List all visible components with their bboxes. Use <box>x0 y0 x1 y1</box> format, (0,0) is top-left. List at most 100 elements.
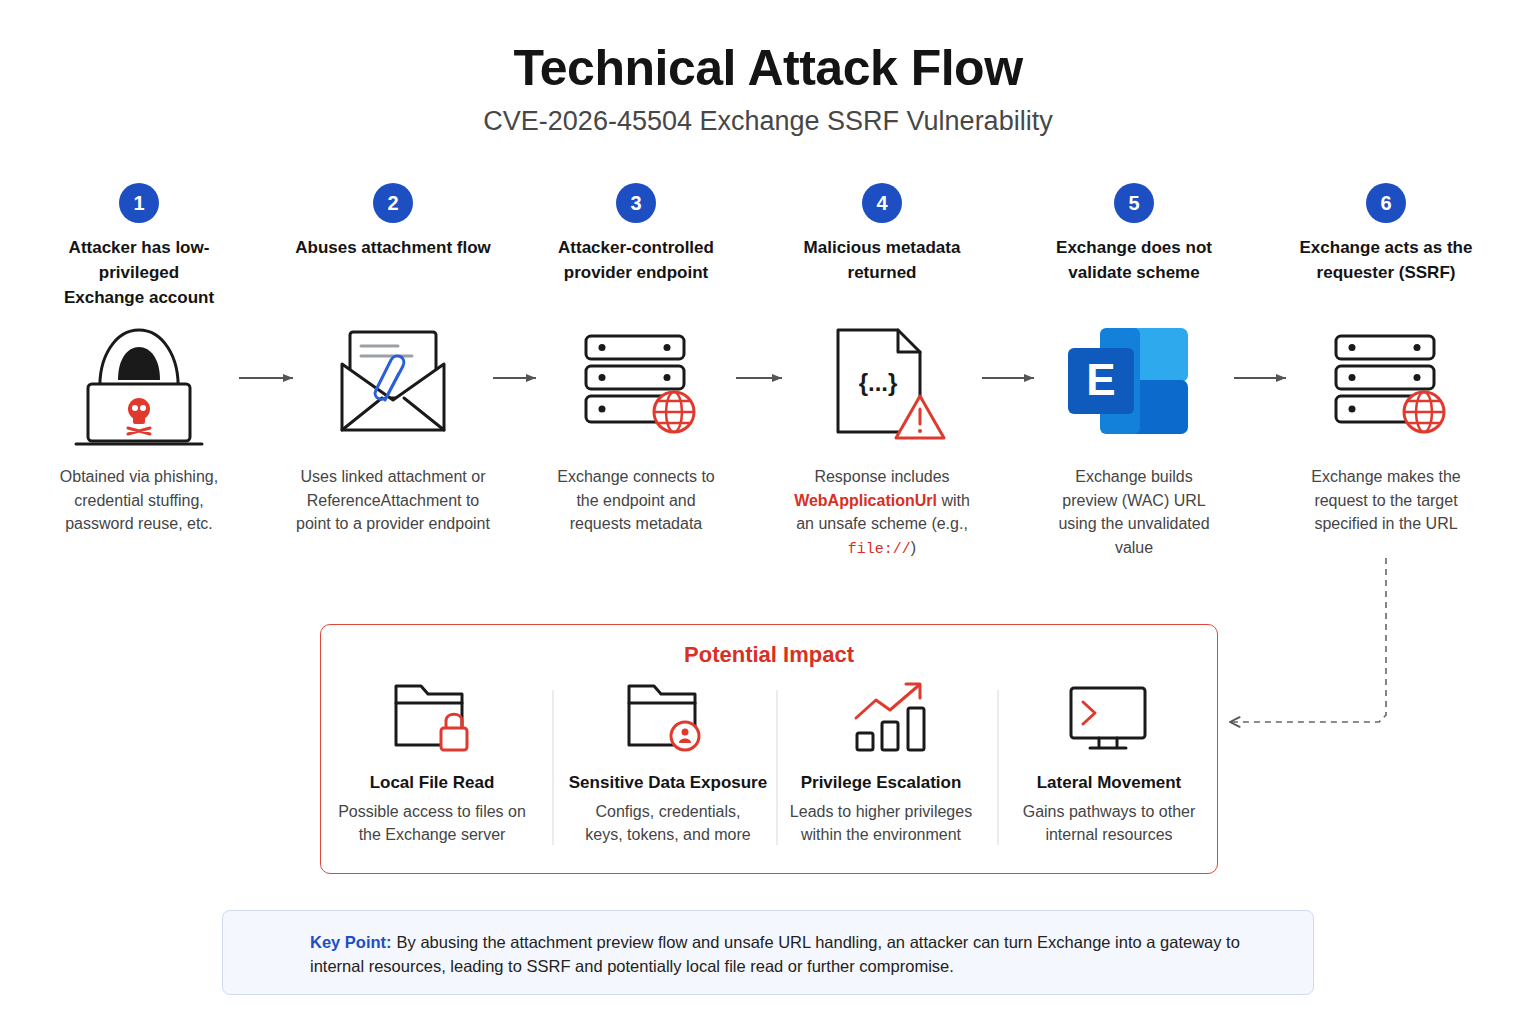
step-number-circle: 4 <box>862 183 902 223</box>
server-globe-icon <box>599 374 606 381</box>
step-number-circle: 3 <box>616 183 656 223</box>
impact-item: Local File ReadPossible access to files … <box>322 769 542 865</box>
server-globe-icon <box>664 374 671 381</box>
text-part: ) <box>911 539 916 556</box>
server-globe-icon <box>654 392 694 432</box>
attack-step: Exchange acts as the requester (SSRF) Exc… <box>1286 180 1486 558</box>
text-part <box>927 515 931 532</box>
server-globe-icon <box>586 336 694 432</box>
attachment-envelope-icon <box>361 345 398 348</box>
exposed-folder-icon <box>679 739 691 744</box>
step-heading: Attacker has low-privileged Exchange acc… <box>59 235 219 310</box>
step-heading: Malicious metadata returned <box>782 235 982 285</box>
step-body: Exchange makes the request to the target… <box>1298 465 1474 536</box>
text-part: an <box>796 515 814 532</box>
step-number-circle: 5 <box>1114 183 1154 223</box>
step-body: Obtained via phishing, credential stuffi… <box>50 465 228 536</box>
metadata-document-icon <box>919 409 922 424</box>
text-part <box>886 468 890 485</box>
step-number-circle: 6 <box>1366 183 1406 223</box>
hacker-icon <box>133 414 145 424</box>
flow-arrow <box>239 377 293 379</box>
monitor-icon <box>1083 702 1095 724</box>
subtitle: CVE-2026-45504 Exchange SSRF Vulnerabili… <box>0 104 1536 138</box>
server-globe-icon <box>599 406 606 413</box>
monitor-icon <box>1090 738 1126 748</box>
step-number: 5 <box>1114 183 1154 223</box>
impact-heading: Lateral Movement <box>999 769 1219 797</box>
step-number: 1 <box>119 183 159 223</box>
escalation-chart-icon <box>882 722 898 750</box>
escalation-chart-icon <box>856 684 924 750</box>
impact-dividers <box>553 690 998 845</box>
impact-dividers <box>997 690 999 845</box>
exchange-logo-letter: E <box>1068 352 1134 408</box>
text-part: with <box>941 492 969 509</box>
step-number: 3 <box>616 183 656 223</box>
flow-arrow <box>1234 377 1286 379</box>
impact-heading: Privilege Escalation <box>771 769 991 797</box>
attack-step: Abuses attachment flowUses linked attach… <box>293 180 493 558</box>
locked-folder-icon <box>441 728 467 750</box>
impact-dividers <box>552 690 554 845</box>
step-body: Uses linked attachment or ReferenceAttac… <box>295 465 491 536</box>
text-part: unsafe <box>818 515 866 532</box>
exchange-logo <box>1068 348 1134 414</box>
step-heading: Exchange acts as the requester (SSRF) <box>1293 235 1479 285</box>
highlight-scheme: file:// <box>848 541 911 558</box>
attack-step: Attacker has low-privileged Exchange acc… <box>39 180 239 558</box>
locked-folder-icon <box>446 714 462 728</box>
impact-body: Possible access to files on the Exchange… <box>332 800 532 846</box>
impact-panel: Potential ImpactLocal File ReadPossible … <box>320 624 1218 874</box>
metadata-document-icon <box>918 429 922 433</box>
attachment-envelope-icon <box>342 398 444 430</box>
impact-body: Leads to higher privileges within the en… <box>781 800 981 846</box>
title: Technical Attack Flow <box>0 40 1536 96</box>
step-body: Exchange connects to the endpoint and re… <box>548 465 724 536</box>
key-point-text: By abusing the attachment preview flow a… <box>310 933 1240 975</box>
hacker-icon <box>140 405 146 411</box>
impact-link-arrow <box>1230 558 1386 722</box>
text-part <box>937 492 941 509</box>
monitor-icon <box>1071 688 1145 738</box>
server-globe-icon <box>586 336 684 359</box>
attack-step: Exchange does not validate schemeExchang… <box>1034 180 1234 558</box>
exposed-folder-icon <box>682 729 689 736</box>
escalation-chart-icon <box>906 684 920 698</box>
impact-body: Configs, credentials, keys, tokens, and … <box>578 800 758 846</box>
server-globe-icon <box>1336 336 1444 432</box>
attachment-envelope-icon <box>375 356 404 400</box>
impact-item: Lateral MovementGains pathways to other … <box>999 769 1219 865</box>
step-number: 4 <box>862 183 902 223</box>
text-part: scheme <box>871 515 927 532</box>
exposed-folder-icon <box>629 702 695 705</box>
escalation-chart-icon <box>856 686 918 718</box>
metadata-document-icon <box>896 396 944 438</box>
metadata-document-icon <box>838 330 944 438</box>
metadata-document-icon <box>898 330 920 352</box>
text-part: includes <box>891 468 950 485</box>
impact-title: Potential Impact <box>321 641 1217 669</box>
locked-folder-icon <box>396 702 462 705</box>
attachment-envelope-icon <box>342 332 444 430</box>
step-body: Exchange builds preview (WAC) URL using … <box>1048 465 1220 559</box>
text-part <box>866 515 870 532</box>
text-part: Response <box>814 468 886 485</box>
flow-arrow <box>982 377 1034 379</box>
locked-folder-icon <box>396 686 467 750</box>
exposed-folder-icon <box>671 722 699 750</box>
step-number: 2 <box>373 183 413 223</box>
attachment-envelope-icon <box>342 364 444 430</box>
icon-code-glyph: {...} <box>838 366 918 400</box>
text-part <box>814 515 818 532</box>
exposed-folder-icon <box>629 686 699 750</box>
server-globe-icon <box>586 366 684 389</box>
flow-arrow <box>736 377 782 379</box>
hacker-icon <box>88 384 190 441</box>
step-body: Response includes WebApplicationUrl with… <box>792 465 972 561</box>
flow-arrow <box>493 377 536 379</box>
